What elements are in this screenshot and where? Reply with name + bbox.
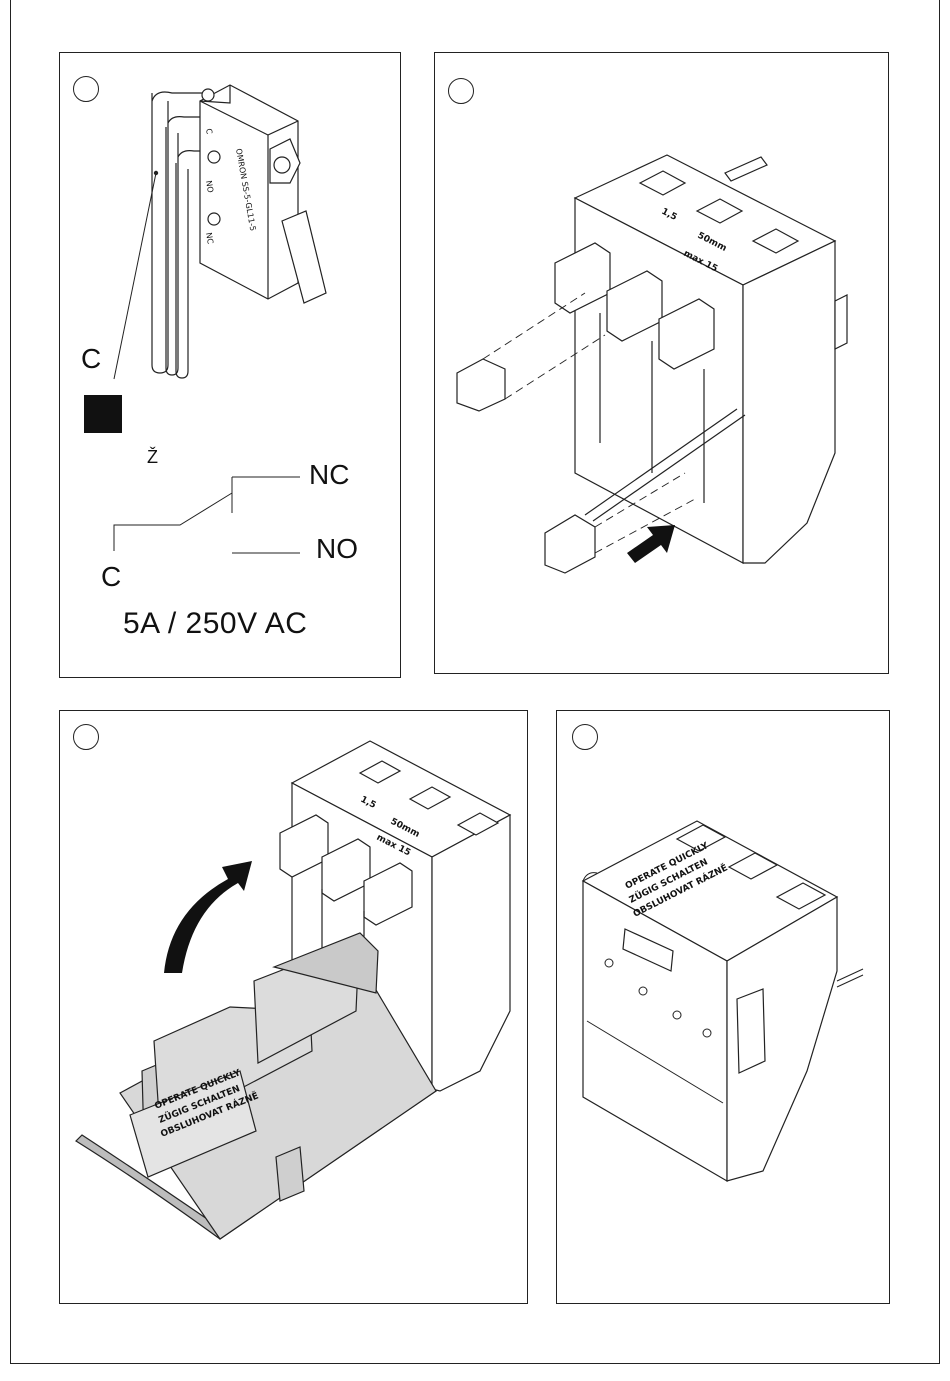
common-label-top: C: [81, 343, 101, 375]
rotate-arrow-icon: [164, 861, 252, 973]
fuse-base-drawing: 1,5 50mm max 15: [435, 53, 890, 675]
wire-color-swatch: [84, 395, 122, 433]
closed-unit-drawing: OPERATE QUICKLY ZÜGIG SCHALTEN OBSLUHOVA…: [557, 711, 891, 1305]
z-mark: Ž: [147, 447, 158, 468]
nc-label: NC: [309, 459, 349, 491]
common-label-bottom: C: [101, 561, 121, 593]
panel-closed-unit: OPERATE QUICKLY ZÜGIG SCHALTEN OBSLUHOVA…: [556, 710, 890, 1304]
panel-switch-wiring: OMRON SS-5-GL11-5 C NO NC C Ž NC NO C 5A…: [59, 52, 401, 678]
rating-label: 5A / 250V AC: [123, 607, 307, 641]
panel-insert-switch: 1,5 50mm max 15: [434, 52, 889, 674]
insert-arrow-icon: [627, 525, 675, 563]
no-label: NO: [316, 533, 358, 565]
panel-close-cover: OPERATE QUICKLY ZÜGIG SCHALTEN OBSLUHOVA…: [59, 710, 528, 1304]
cover-closing-drawing: OPERATE QUICKLY ZÜGIG SCHALTEN OBSLUHOVA…: [60, 711, 529, 1305]
